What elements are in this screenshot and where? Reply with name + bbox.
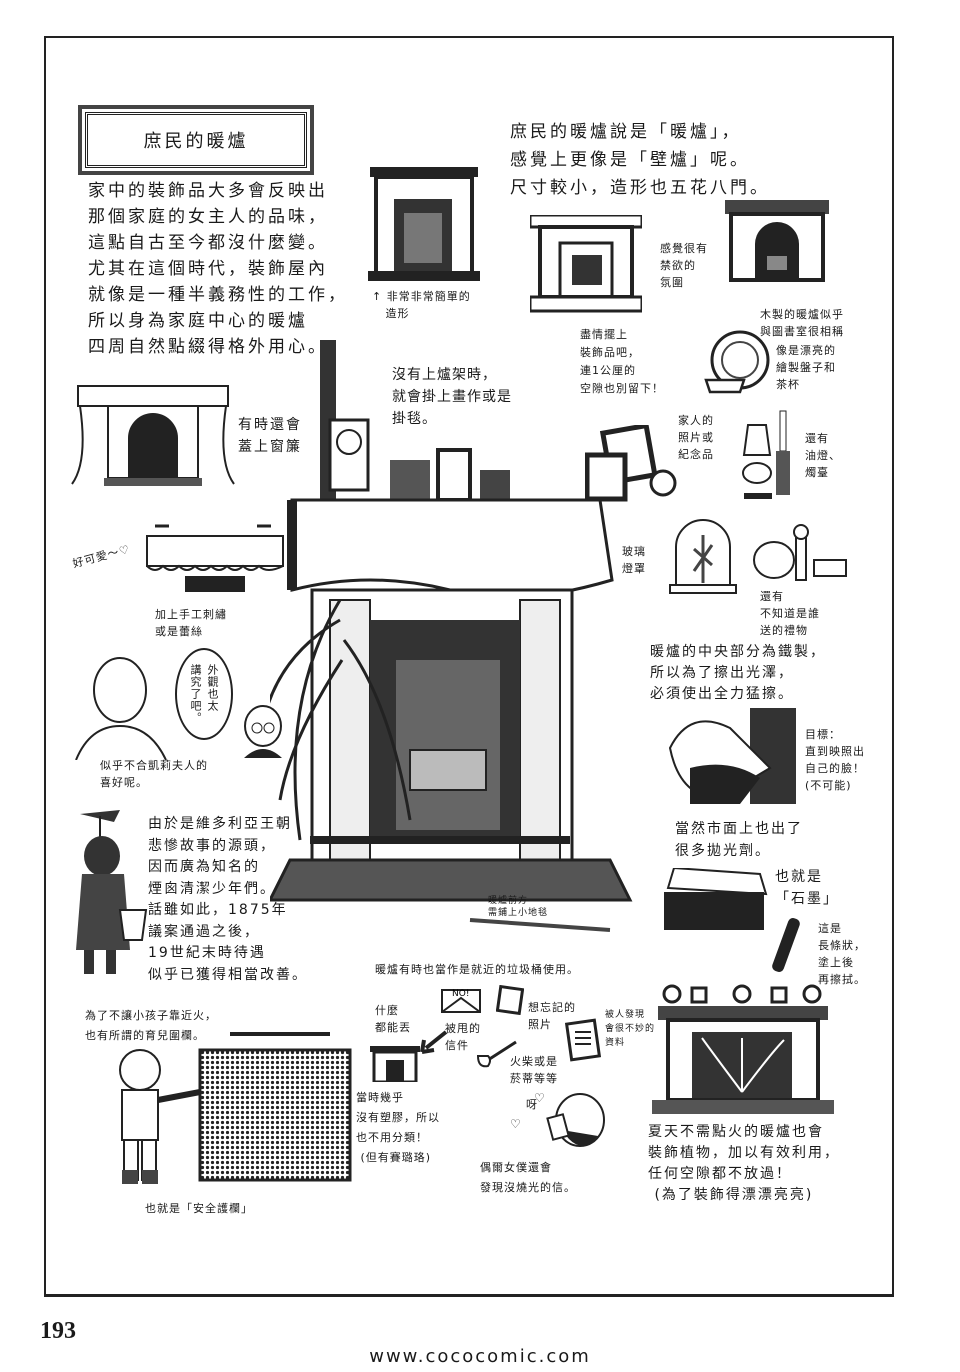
letters-caption: 被甩的 信件 <box>445 1022 481 1052</box>
secret-docs-caption: 被人發現 會很不妙的 資料 <box>605 1010 656 1048</box>
embroidery-caption: 加上手工刺繡 或是蕾絲 <box>155 608 227 638</box>
simple-fireplace-illustration <box>368 167 480 281</box>
plant-fireplace-illustration <box>652 984 834 1114</box>
envelope-icon: NO! <box>441 989 481 1013</box>
anything-caption: 什麼 都能丟 <box>375 1004 411 1034</box>
page-number: 193 <box>40 1318 76 1344</box>
matches-caption: 火柴或是 菸蒂等等 <box>510 1055 558 1085</box>
fence-caption: 為了不讓小孩子靠近火， 也有所謂的育兒圍欄。 <box>85 1009 217 1042</box>
maid-character-illustration <box>244 705 282 758</box>
chimney-sweep-paragraph: 由於是維多利亞王朝 悲慘故事的源頭， 因而廣為知名的 煙囪清潔少年們。 話雖如此… <box>148 816 308 983</box>
intro-right-paragraph: 庶民的暖爐說是「暖爐」， 感覺上更像是「壁爐」呢。 尺寸較小，造形也五花八門。 <box>510 122 770 198</box>
glass-dome-illustration <box>669 519 737 594</box>
lady-character-illustration <box>75 657 167 760</box>
simple-caption: ↑ 非常非常簡單的 造形 <box>372 290 471 320</box>
oil-lamp-and-candlestick-illustration <box>742 410 790 499</box>
svg-text:♡: ♡ <box>534 1091 545 1105</box>
section-title: 庶民的暖爐 <box>78 105 314 175</box>
forget-photo-caption: 想忘記的 照片 <box>528 1001 576 1031</box>
wooden-fireplace-illustration <box>725 200 829 282</box>
glass-caption: 玻璃 燈罩 <box>622 545 646 575</box>
maid-caption: 偶爾女僕還會 發現沒燒光的信。 <box>480 1161 576 1194</box>
summer-paragraph: 夏天不需點火的暖爐也會 裝飾植物，加以有效利用， 任何空隙都不放過！ (為了裝飾… <box>648 1124 840 1203</box>
rug-caption: 暖爐前方 需鋪上小地毯 <box>488 896 549 918</box>
gifts-caption: 還有 不知道是誰 送的禮物 <box>760 590 820 637</box>
maid-reading-letter-illustration: ♡♡ <box>510 1091 605 1147</box>
bubble-text: 外觀也太 講究了吧。 <box>189 664 219 724</box>
gifts-illustration <box>753 524 847 581</box>
wooden-caption: 木製的暖爐似乎 與圖書室很相稱 <box>760 308 844 338</box>
ascetic-caption: 感覺很有 禁欲的 氛圍 <box>660 242 708 289</box>
page-frame <box>44 36 894 1297</box>
decorate-caption: 盡情擺上 裝飾品吧， 連1公厘的 空隙也別留下！ <box>580 328 664 395</box>
madam-caption: 似乎不合凱莉夫人的 喜好呢。 <box>100 759 208 789</box>
pipe-icon <box>476 1040 517 1068</box>
goal-caption: 目標： 直到映照出 自己的臉！ (不可能) <box>805 728 865 792</box>
speech-bubble: 外觀也太 講究了吧。 <box>175 648 233 740</box>
plates-caption: 像是漂亮的 繪製盤子和 茶杯 <box>776 344 836 391</box>
chimney-sweep-illustration <box>76 810 148 974</box>
polish-box-illustration <box>664 868 768 930</box>
stick-caption: 這是 長條狀， 塗上後 再擦拭。 <box>818 922 866 986</box>
intro-paragraph: 家中的裝飾品大多會反映出 那個家庭的女主人的品味， 這點自古至今都沒什麼變。 尤… <box>88 181 348 357</box>
maid-polishing-illustration <box>668 708 796 804</box>
iron-paragraph: 暖爐的中央部分為鐵製， 所以為了擦出光澤， 必須使出全力猛擦。 <box>650 644 826 702</box>
lamps-caption: 還有 油燈、 燭臺 <box>805 432 841 479</box>
child-and-fire-guard-illustration <box>119 1032 352 1184</box>
documents-icon <box>565 1018 601 1062</box>
polish-caption: 當然市面上也出了 很多拋光劑。 <box>675 821 803 859</box>
no-mantel-caption: 沒有上爐架時， 就會掛上畫作或是 掛毯。 <box>392 367 512 427</box>
ya-exclamation: 呀 <box>526 1098 538 1111</box>
photos-caption: 家人的 照片或 紀念品 <box>678 414 714 461</box>
svg-text:♡: ♡ <box>510 1117 521 1131</box>
lace-table-illustration <box>146 524 284 592</box>
trash-caption: 暖爐有時也當作是就近的垃圾桶使用。 <box>375 963 579 976</box>
plastic-caption: 當時幾乎 沒有塑膠，所以 也不用分類！ (但有賽璐珞) <box>356 1091 440 1164</box>
graphite-stick-illustration <box>772 918 800 972</box>
watermark-url: www.cococomic.com <box>369 1346 591 1367</box>
safety-caption: 也就是「安全護欄」 <box>145 1202 253 1215</box>
curtain-caption: 有時還會 蓋上窗簾 <box>238 417 302 455</box>
envelope-text: NO! <box>452 989 469 999</box>
photo-frames-illustration <box>585 425 677 502</box>
curtained-fireplace-illustration <box>71 385 235 486</box>
graphite-caption: 也就是 「石墨」 <box>775 869 839 907</box>
small-fireplace-icon <box>370 1046 420 1082</box>
central-fireplace-illustration <box>270 340 633 932</box>
plate-and-teacup-illustration <box>704 330 770 394</box>
arrow-icon <box>420 1030 448 1054</box>
photo-icon <box>496 985 524 1015</box>
ascetic-fireplace-illustration <box>530 215 642 313</box>
